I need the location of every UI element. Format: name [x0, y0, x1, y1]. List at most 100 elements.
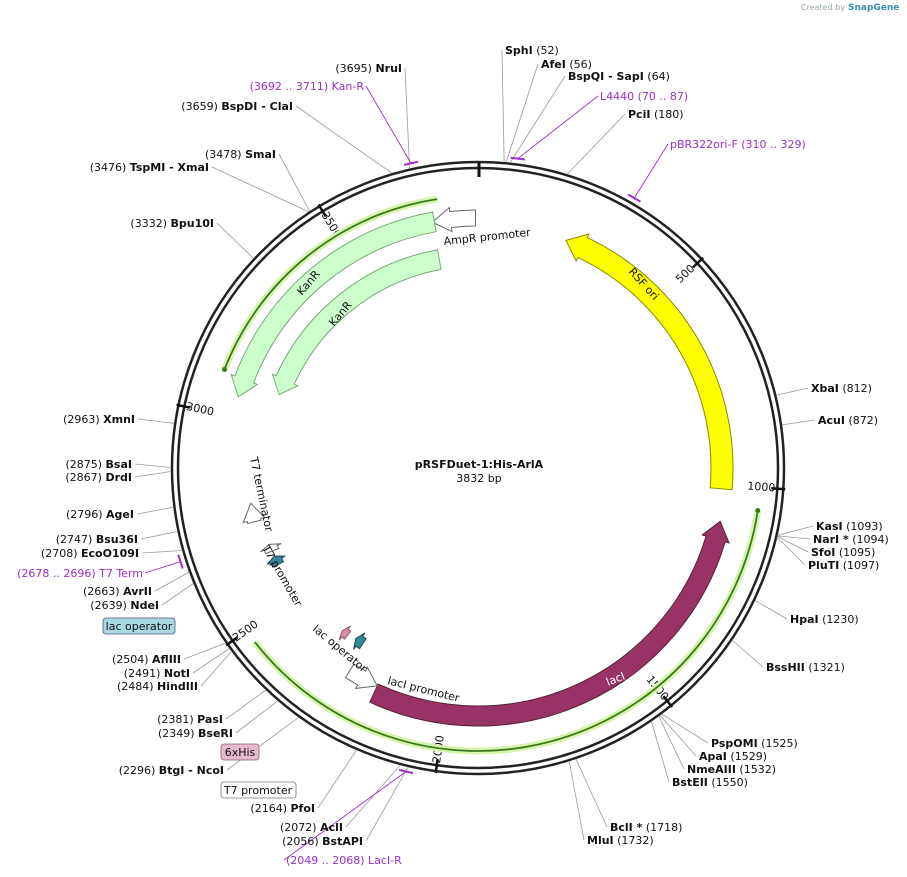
feature-ampr-promoter-1[interactable] — [431, 206, 477, 233]
site-leader-ecoo109i — [141, 550, 183, 554]
feature-lac-operator-9[interactable] — [353, 632, 367, 650]
site-pos: (3478) — [205, 148, 245, 161]
site-label-smai[interactable]: (3478) SmaI — [205, 148, 276, 161]
boxed-label-lac-operator[interactable]: lac operator — [102, 617, 176, 635]
feature-rsf-ori-0[interactable] — [565, 233, 734, 491]
site-leader-nmeaiii — [658, 715, 685, 770]
site-name: MluI — [587, 834, 614, 847]
site-name: NarI * — [813, 533, 849, 546]
site-label-kasi[interactable]: KasI (1093) — [816, 520, 883, 533]
site-label-bsu36i[interactable]: (2747) Bsu36I — [56, 533, 138, 546]
site-label-bstapi[interactable]: (2056) BstAPI — [282, 835, 363, 848]
orf-line-0[interactable] — [223, 198, 438, 370]
tick-label-3000: 3000 — [185, 400, 215, 418]
site-label-nari[interactable]: NarI * (1094) — [813, 533, 889, 546]
site-label-apai[interactable]: ApaI (1529) — [699, 750, 767, 763]
feature-lac-operator-8[interactable] — [266, 555, 286, 568]
primer-mark-l4440[interactable] — [510, 156, 526, 161]
site-leader-agei — [136, 506, 174, 515]
site-label-tspmi[interactable]: (3476) TspMI - XmaI — [90, 161, 209, 174]
site-label-acli[interactable]: (2072) AclI — [280, 821, 343, 834]
primer-mark-t7-term[interactable] — [177, 554, 184, 569]
site-label-bsai[interactable]: (2875) BsaI — [65, 458, 132, 471]
site-label-avrii[interactable]: (2663) AvrII — [83, 585, 152, 598]
feature-label-lac-operator[interactable]: lac operator — [310, 622, 370, 675]
tick-3500 — [317, 203, 327, 218]
site-pos: (1732) — [614, 834, 654, 847]
site-label-xbai[interactable]: XbaI (812) — [811, 382, 872, 395]
primer-label-kan-r[interactable]: (3692 .. 3711) Kan-R — [250, 80, 365, 93]
primer-label-pbr322ori-f[interactable]: pBR322ori-F (310 .. 329) — [670, 138, 806, 151]
site-leader-hindiii — [200, 650, 232, 687]
site-label-acui[interactable]: AcuI (872) — [818, 414, 878, 427]
site-label-nmeaiii[interactable]: NmeAIII (1532) — [687, 763, 776, 776]
site-pos: (2504) — [112, 653, 152, 666]
site-label-bcli[interactable]: BclI * (1718) — [610, 821, 682, 834]
feature-6xhis-10[interactable] — [338, 625, 352, 641]
site-name: NmeAIII — [687, 763, 736, 776]
site-pos: (3476) — [90, 161, 130, 174]
site-name: BtgI — [159, 764, 185, 777]
plasmid-name[interactable]: pRSFDuet-1:His-ArlA — [415, 458, 544, 471]
site-label-pspomi[interactable]: PspOMI (1525) — [711, 737, 798, 750]
primer-mark-laci-r[interactable] — [398, 768, 414, 775]
site-label-hpai[interactable]: HpaI (1230) — [790, 613, 859, 626]
feature-kanr-2[interactable] — [230, 211, 437, 398]
feature-t7-promoter-7[interactable] — [260, 543, 282, 555]
site-label-pcii[interactable]: PciI (180) — [628, 108, 684, 121]
site-label-sphi[interactable]: SphI (52) — [505, 44, 559, 57]
site-label-ecoo109i[interactable]: (2708) EcoO109I — [41, 547, 139, 560]
site-pos: (1529) — [727, 750, 767, 763]
orf-line-1[interactable] — [254, 510, 759, 752]
site-label-hindiii[interactable]: (2484) HindIII — [117, 680, 198, 693]
site-label-pluti[interactable]: PluTI (1097) — [808, 559, 879, 572]
site-label-nrui[interactable]: (3695) NruI — [335, 62, 402, 75]
site-label-btgi[interactable]: (2296) BtgI - NcoI — [119, 764, 224, 777]
site-label-bpu10i[interactable]: (3332) Bpu10I — [130, 217, 214, 230]
site-pos: (872) — [845, 414, 878, 427]
feature-laci-promoter-5[interactable] — [344, 663, 379, 689]
primer-label-l4440[interactable]: L4440 (70 .. 87) — [600, 90, 688, 103]
site-label-bspqi[interactable]: BspQI - SapI (64) — [568, 70, 670, 83]
plasmid-size: 3832 bp — [456, 472, 501, 485]
boxed-label-6xhis[interactable]: 6xHis — [220, 743, 260, 761]
site-label-mlui[interactable]: MluI (1732) — [587, 834, 654, 847]
primer-mark-kan-r[interactable] — [403, 160, 419, 166]
orf-tip-1 — [755, 508, 761, 514]
boxed-label-t7-promoter[interactable]: T7 promoter — [220, 781, 297, 799]
site-label-agei[interactable]: (2796) AgeI — [66, 508, 134, 521]
primer-mark-pbr322ori-f[interactable] — [627, 193, 641, 203]
site-name: AfeI — [541, 58, 566, 71]
feature-laci-4[interactable] — [369, 520, 730, 727]
site-label-sfoi[interactable]: SfoI (1095) — [811, 546, 875, 559]
svg-text:6xHis: 6xHis — [225, 746, 256, 759]
site-name2: - SapI — [604, 70, 644, 83]
site-leader-pasi — [225, 689, 267, 720]
feature-t7-terminator-6[interactable] — [242, 502, 266, 525]
site-leader-bcli — [575, 758, 608, 828]
tick-1000 — [771, 486, 786, 491]
feature-label-t7-promoter[interactable]: T7 promoter — [259, 542, 305, 609]
site-label-bspdi[interactable]: (3659) BspDI - ClaI — [181, 100, 293, 113]
site-name: BspDI — [221, 100, 257, 113]
site-label-bsshii[interactable]: BssHII (1321) — [766, 661, 845, 674]
site-label-xmni[interactable]: (2963) XmnI — [63, 413, 135, 426]
site-name2: - ClaI — [257, 100, 293, 113]
site-leader-pspomi — [661, 713, 709, 744]
primer-label-laci-r[interactable]: (2049 .. 2068) LacI-R — [286, 854, 402, 867]
site-label-ndei[interactable]: (2639) NdeI — [90, 599, 159, 612]
primer-label-t7-term[interactable]: (2678 .. 2696) T7 Term — [17, 567, 143, 580]
site-label-bsteii[interactable]: BstEII (1550) — [672, 776, 748, 789]
site-label-pasi[interactable]: (2381) PasI — [157, 713, 223, 726]
site-label-afliii[interactable]: (2504) AflIII — [112, 653, 181, 666]
site-name: BspQI — [568, 70, 604, 83]
site-name: Bsu36I — [96, 533, 138, 546]
feature-kanr-3[interactable] — [271, 249, 442, 396]
feature-label-ampr-promoter[interactable]: AmpR promoter — [443, 226, 532, 248]
site-label-noti[interactable]: (2491) NotI — [124, 667, 190, 680]
site-name: SphI — [505, 44, 533, 57]
site-label-bseri[interactable]: (2349) BseRI — [158, 727, 233, 740]
site-label-pfoi[interactable]: (2164) PfoI — [250, 802, 315, 815]
site-label-drdi[interactable]: (2867) DrdI — [65, 471, 132, 484]
site-label-afei[interactable]: AfeI (56) — [541, 58, 592, 71]
